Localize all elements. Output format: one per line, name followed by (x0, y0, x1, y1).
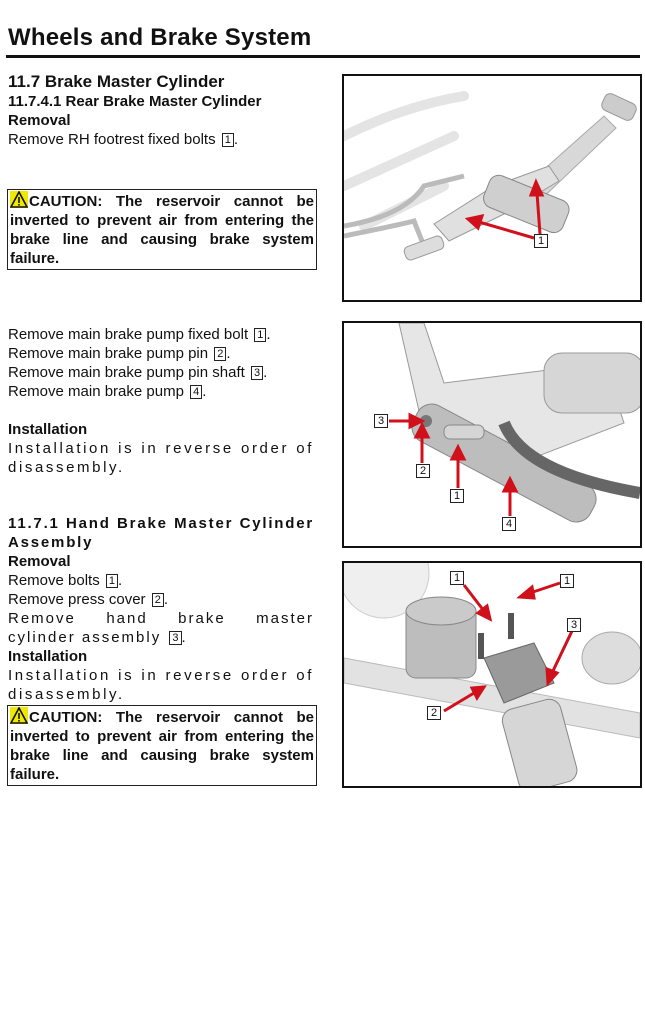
section-heading: 11.7.1 Hand Brake Master Cylinder Assemb… (8, 515, 314, 551)
ref-number: 1 (254, 328, 267, 342)
callout-arrows (464, 178, 545, 240)
ref-number: 2 (214, 347, 227, 361)
ref-number: 1 (105, 574, 119, 588)
hand-section: 11.7.1 Hand Brake Master Cylinder Assemb… (8, 514, 314, 704)
callout-label: 1 (450, 489, 465, 503)
title-rule (6, 55, 640, 58)
ref-number: 1 (221, 133, 234, 147)
ref-number: 3 (169, 631, 182, 645)
callout-label: 3 (374, 414, 389, 428)
ref-number: 2 (151, 593, 164, 607)
figure-rear-master-cylinder: 3 2 1 4 (342, 321, 642, 548)
callout-label: 3 (567, 618, 582, 632)
callout-label: 2 (427, 706, 442, 720)
caution-box: CAUTION: The reservoir cannot be inverte… (7, 705, 317, 786)
subsection-heading: 11.7.4.1 Rear Brake Master Cylinder (8, 93, 262, 110)
step-text: Remove RH footrest fixed bolts 1. (8, 131, 239, 148)
ref-number: 3 (250, 366, 264, 380)
callout-label: 1 (534, 234, 549, 248)
handlebar-illustration (344, 563, 640, 786)
figure-hand-master-cylinder: 1 1 3 2 (342, 561, 642, 788)
callout-label: 1 (450, 571, 465, 585)
page-title: Wheels and Brake System (8, 24, 312, 51)
installation-text: Installation is in reverse order of disa… (8, 440, 314, 476)
rear-steps: Remove main brake pump fixed bolt 1. Rem… (8, 325, 314, 477)
figure-rear-footrest: 1 (342, 74, 642, 302)
callout-label: 1 (560, 574, 575, 588)
callout-arrows (443, 581, 574, 713)
step-text: Remove main brake pump pin shaft 3. (8, 364, 268, 381)
rear-section: 11.7 Brake Master Cylinder 11.7.4.1 Rear… (8, 71, 314, 149)
step-text: Remove main brake pump fixed bolt 1. (8, 326, 271, 343)
warning-triangle-icon (9, 190, 29, 208)
step-text: Remove press cover 2. (8, 591, 169, 608)
step-text: Remove hand brake master cylinder assemb… (8, 610, 314, 646)
removal-label: Removal (8, 553, 71, 570)
ref-number: 4 (190, 385, 203, 399)
caution-box: CAUTION: The reservoir cannot be inverte… (7, 189, 317, 270)
installation-label: Installation (8, 421, 88, 438)
removal-label: Removal (8, 112, 71, 129)
callout-label: 4 (502, 517, 517, 531)
step-text: Remove main brake pump pin 2. (8, 345, 231, 362)
section-heading: 11.7 Brake Master Cylinder (8, 72, 225, 91)
warning-triangle-icon (9, 706, 29, 724)
callout-label: 2 (416, 464, 431, 478)
step-text: Remove main brake pump 4. (8, 383, 207, 400)
installation-label: Installation (8, 648, 88, 665)
installation-text: Installation is in reverse order of disa… (8, 667, 314, 703)
callout-arrows (389, 412, 519, 516)
step-text: Remove bolts 1. (8, 572, 123, 589)
master-cylinder-illustration (398, 323, 640, 523)
